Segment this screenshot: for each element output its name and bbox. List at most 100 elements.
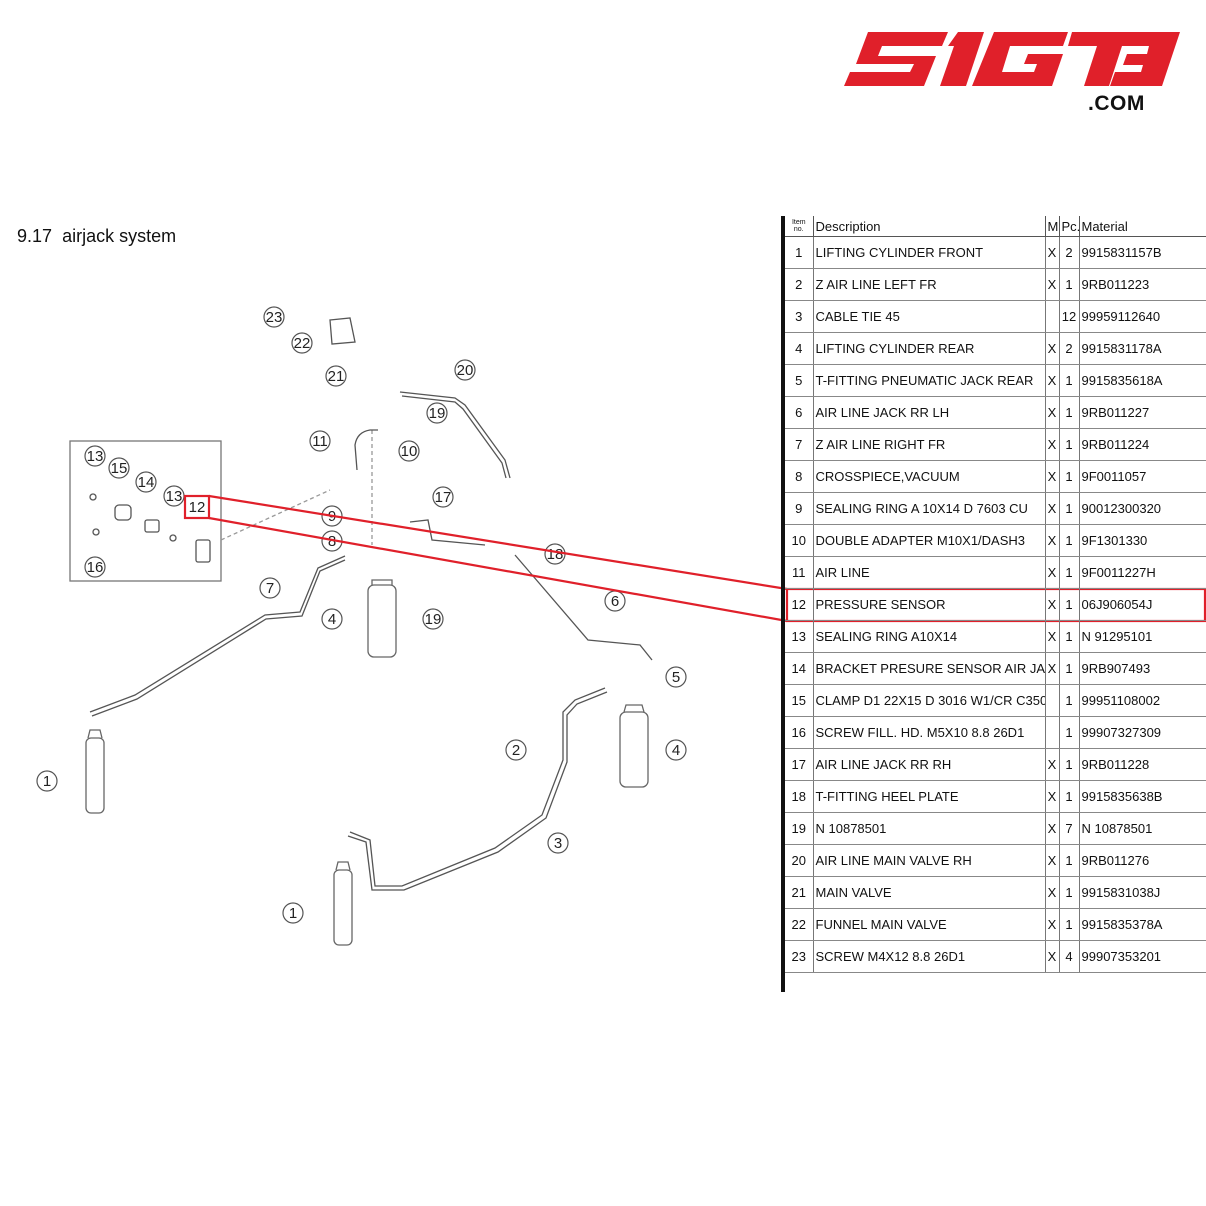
- table-header-row: Item no. Description M Pc. Material: [785, 216, 1206, 237]
- cell-material: 9915831178A: [1078, 332, 1206, 365]
- cell-description: T-FITTING PNEUMATIC JACK REAR: [812, 364, 1045, 397]
- cell-m: X: [1044, 492, 1059, 525]
- cell-item: 18: [785, 780, 813, 813]
- cell-description: BRACKET PRESURE SENSOR AIR JACK: [812, 652, 1045, 685]
- cell-pc: 1: [1058, 428, 1079, 461]
- cell-pc: 1: [1058, 780, 1079, 813]
- cell-m: X: [1044, 908, 1059, 941]
- cell-material: 9F0011227H: [1078, 556, 1206, 589]
- cell-description: DOUBLE ADAPTER M10X1/DASH3: [812, 524, 1045, 557]
- cell-m: X: [1044, 236, 1059, 269]
- cell-material: 9RB011223: [1078, 268, 1206, 301]
- cell-item: 10: [785, 524, 813, 557]
- cell-item: 15: [785, 684, 813, 717]
- header-m: M: [1044, 216, 1059, 237]
- cell-material: 9RB907493: [1078, 652, 1206, 685]
- cell-pc: 1: [1058, 556, 1079, 589]
- logo-domain-suffix: .COM: [1088, 92, 1145, 115]
- cell-m: X: [1044, 620, 1059, 653]
- callout-1-b: 1: [289, 905, 297, 922]
- cell-m: X: [1044, 396, 1059, 429]
- cell-m: X: [1044, 652, 1059, 685]
- cell-m: X: [1044, 844, 1059, 877]
- callout-2: 2: [512, 742, 520, 759]
- cell-pc: 1: [1058, 492, 1079, 525]
- callout-6: 6: [611, 593, 619, 610]
- callout-8: 8: [328, 533, 336, 550]
- callout-7: 7: [266, 580, 274, 597]
- cell-pc: 2: [1058, 332, 1079, 365]
- cell-pc: 1: [1058, 844, 1079, 877]
- cell-item: 20: [785, 844, 813, 877]
- cell-item: 3: [785, 300, 813, 333]
- cell-item: 21: [785, 876, 813, 909]
- brand-logo: [844, 32, 1180, 86]
- cell-material: 9915831157B: [1078, 236, 1206, 269]
- callout-13-a: 13: [87, 448, 104, 465]
- cell-item: 13: [785, 620, 813, 653]
- cell-description: SCREW M4X12 8.8 26D1: [812, 940, 1045, 973]
- cell-m: X: [1044, 460, 1059, 493]
- cell-description: AIR LINE: [812, 556, 1045, 589]
- cell-description: SEALING RING A 10X14 D 7603 CU: [812, 492, 1045, 525]
- cell-item: 19: [785, 812, 813, 845]
- cell-pc: 1: [1058, 364, 1079, 397]
- cell-material: 99951108002: [1078, 684, 1206, 717]
- cell-pc: 1: [1058, 652, 1079, 685]
- cell-pc: 1: [1058, 876, 1079, 909]
- callout-11: 11: [312, 433, 328, 450]
- cell-item: 16: [785, 716, 813, 749]
- airjack-exploded-diagram: 1 1 2 3 4 4 5 6 7 8 9 10 11 12 13 13 14 …: [36, 306, 687, 946]
- cell-pc: 1: [1058, 524, 1079, 557]
- cell-pc: 1: [1058, 684, 1079, 717]
- cell-m: X: [1044, 812, 1059, 845]
- cell-pc: 1: [1058, 620, 1079, 653]
- cell-item: 22: [785, 908, 813, 941]
- cell-m: X: [1044, 428, 1059, 461]
- cell-material: 99907327309: [1078, 716, 1206, 749]
- callout-19-a: 19: [429, 405, 446, 422]
- cell-material: 9915835638B: [1078, 780, 1206, 813]
- cell-material: 06J906054J: [1078, 588, 1206, 621]
- cell-material: N 10878501: [1078, 812, 1206, 845]
- callout-14: 14: [138, 474, 155, 491]
- cell-description: Z AIR LINE RIGHT FR: [812, 428, 1045, 461]
- cell-description: AIR LINE JACK RR LH: [812, 396, 1045, 429]
- section-name: airjack system: [62, 226, 177, 246]
- cell-m: X: [1044, 940, 1059, 973]
- cell-pc: 1: [1058, 588, 1079, 621]
- callout-18: 18: [547, 546, 564, 563]
- cell-m: X: [1044, 268, 1059, 301]
- callout-12: 12: [189, 499, 206, 516]
- cell-material: N 91295101: [1078, 620, 1206, 653]
- callout-9: 9: [328, 508, 336, 525]
- cell-description: LIFTING CYLINDER FRONT: [812, 236, 1045, 269]
- cell-material: 99959112640: [1078, 300, 1206, 333]
- cell-item: 1: [785, 236, 813, 269]
- cell-m: X: [1044, 876, 1059, 909]
- cell-m: [1044, 716, 1059, 749]
- callout-17: 17: [435, 489, 452, 506]
- cell-item: 6: [785, 396, 813, 429]
- cell-description: T-FITTING HEEL PLATE: [812, 780, 1045, 813]
- callout-22: 22: [294, 335, 311, 352]
- header-pc: Pc.: [1058, 216, 1080, 237]
- callout-4-a: 4: [328, 611, 336, 628]
- cell-description: PRESSURE SENSOR: [812, 588, 1045, 621]
- callout-20: 20: [457, 362, 474, 379]
- cell-material: 9915831038J: [1078, 876, 1206, 909]
- cell-item: 5: [785, 364, 813, 397]
